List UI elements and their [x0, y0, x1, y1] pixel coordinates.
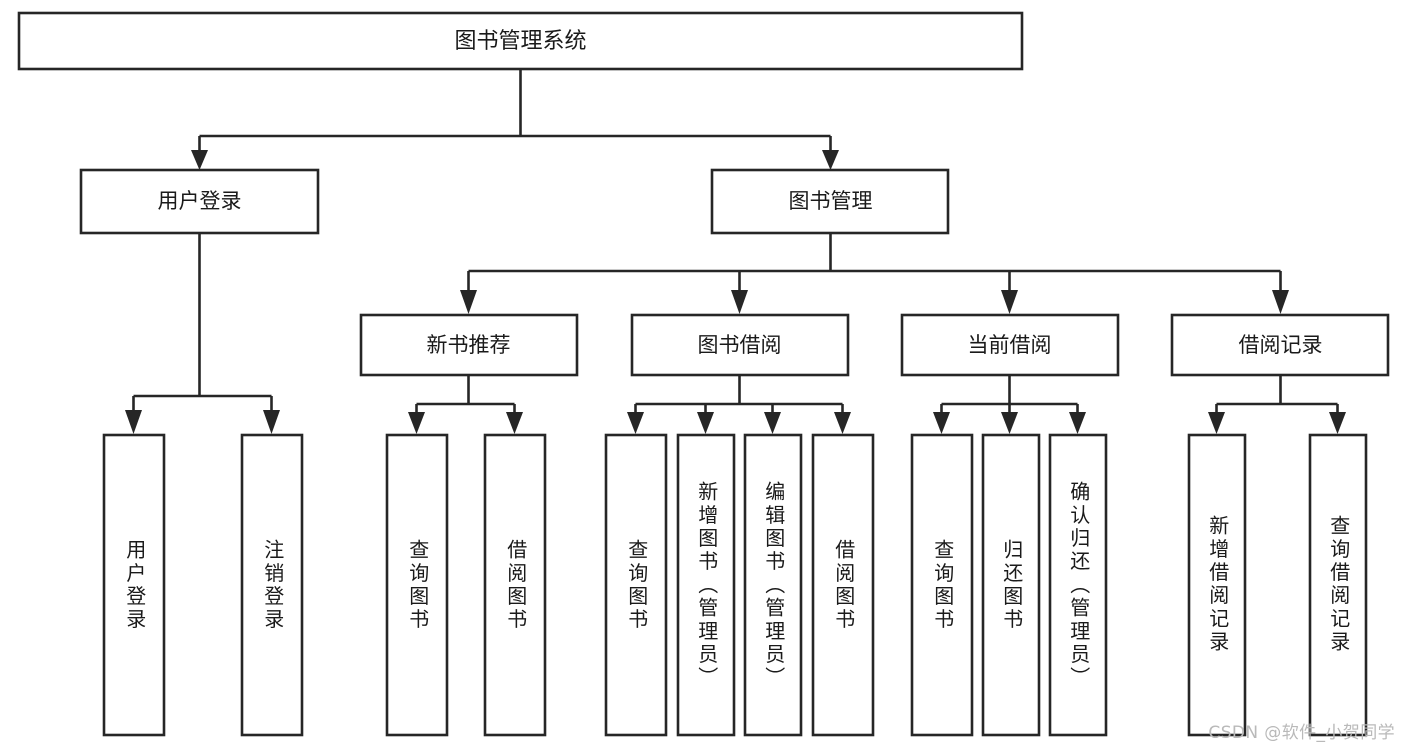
- node-root[interactable]: 图书管理系统: [17, 11, 1024, 71]
- node-book-manage[interactable]: 图书管理: [710, 168, 950, 235]
- arrow-to-book-manage: [822, 150, 839, 170]
- leaf-user-login[interactable]: [102, 433, 166, 737]
- arrow-to-user-login: [191, 150, 208, 170]
- leaf-borrow-book-bor[interactable]: [811, 433, 875, 737]
- node-new-book-recommend[interactable]: 新书推荐: [359, 313, 579, 377]
- edges-group: [125, 69, 1346, 434]
- node-new-book-recommend-label: 新书推荐: [427, 333, 511, 357]
- node-book-borrow[interactable]: 图书借阅: [630, 313, 850, 377]
- leaf-confirm-return[interactable]: [1048, 433, 1108, 737]
- arrow-to-leaf-return-book: [1001, 412, 1018, 434]
- arrow-to-book-borrow: [731, 290, 748, 314]
- arrow-to-leaf-confirm-return: [1069, 412, 1086, 434]
- node-book-manage-label: 图书管理: [789, 189, 873, 213]
- leaf-add-record[interactable]: [1187, 433, 1247, 737]
- arrow-to-borrow-record: [1272, 290, 1289, 314]
- node-user-login[interactable]: 用户登录: [79, 168, 320, 235]
- arrow-to-leaf-logout: [263, 410, 280, 434]
- arrow-to-new-book-rec: [460, 290, 477, 314]
- leaf-boxes-group: [102, 433, 1368, 737]
- arrow-to-leaf-query-record: [1329, 412, 1346, 434]
- arrow-to-leaf-edit-book: [764, 412, 781, 434]
- leaf-query-record[interactable]: [1308, 433, 1368, 737]
- node-borrow-record-label: 借阅记录: [1239, 333, 1323, 357]
- arrow-to-leaf-query-book-bor: [627, 412, 644, 434]
- leaf-borrow-book-rec[interactable]: [483, 433, 547, 737]
- leaf-return-book[interactable]: [981, 433, 1041, 737]
- arrow-to-leaf-borrow-book-bor: [834, 412, 851, 434]
- leaf-query-book-bor[interactable]: [604, 433, 668, 737]
- node-root-label: 图书管理系统: [454, 29, 586, 54]
- arrow-to-leaf-add-book: [697, 412, 714, 434]
- leaf-query-book-rec[interactable]: [385, 433, 449, 737]
- arrow-to-leaf-user-login: [125, 410, 142, 434]
- node-book-borrow-label: 图书借阅: [698, 333, 782, 357]
- arrow-to-leaf-add-record: [1208, 412, 1225, 434]
- leaf-add-book[interactable]: [676, 433, 736, 737]
- arrow-to-leaf-query-book-rec: [408, 412, 425, 434]
- csdn-watermark: CSDN @软件_小贺同学: [1208, 723, 1395, 743]
- nodes-group: 图书管理系统 用户登录 图书管理 新书推荐 图书借阅 当前借阅: [17, 11, 1390, 377]
- node-current-borrow[interactable]: 当前借阅: [900, 313, 1120, 377]
- leaf-logout[interactable]: [240, 433, 304, 737]
- leaf-query-book-cur[interactable]: [910, 433, 974, 737]
- node-user-login-label: 用户登录: [158, 189, 242, 213]
- leaf-edit-book[interactable]: [743, 433, 803, 737]
- arrow-to-leaf-query-book-cur: [933, 412, 950, 434]
- arrow-to-leaf-borrow-book-rec: [506, 412, 523, 434]
- arrow-to-current-borrow: [1001, 290, 1018, 314]
- node-borrow-record[interactable]: 借阅记录: [1170, 313, 1390, 377]
- node-current-borrow-label: 当前借阅: [968, 333, 1052, 357]
